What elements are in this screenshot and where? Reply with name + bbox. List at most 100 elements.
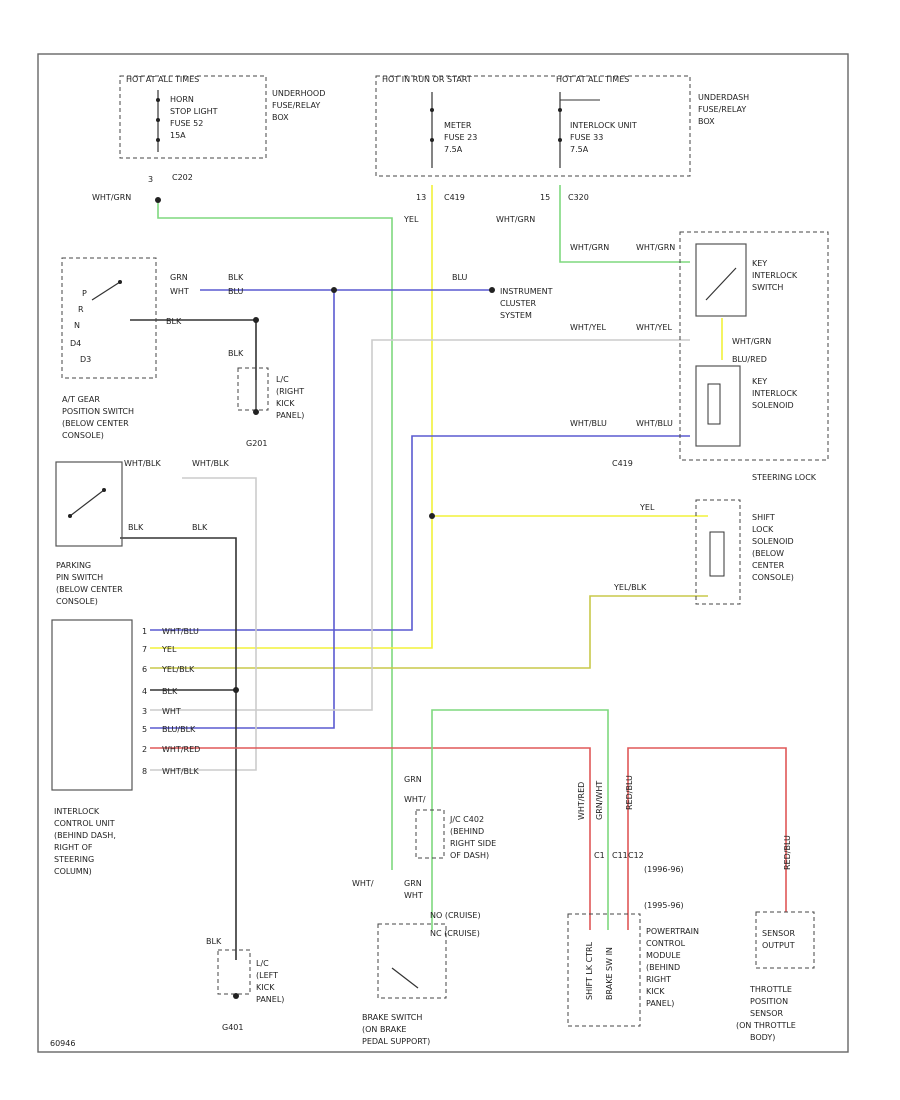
ground-label: KICK <box>276 399 295 408</box>
jc-label: (BEHIND <box>450 827 484 836</box>
wire-label: BLK <box>206 937 222 946</box>
fusebox-left-wire: WHT/GRN <box>92 193 131 202</box>
interlock-control-unit: 1 WHT/BLU 7 YEL 6 YEL/BLK 4 BLK 3 WHT 5 … <box>51 619 200 876</box>
wire-label: WHT/ <box>352 879 374 888</box>
fusebox-right-name: FUSE/RELAY <box>698 105 746 114</box>
ground-id: G201 <box>246 439 267 448</box>
solenoid-label: INTERLOCK <box>752 389 798 398</box>
shift-lock-solenoid: YEL YEL/BLK SHIFT LOCK SOLENOID (BELOW C… <box>613 499 794 605</box>
fusebox-left-fuse-line: 15A <box>170 131 186 140</box>
pcm-label: PANEL) <box>646 999 674 1008</box>
blue-wire-cluster <box>150 289 492 729</box>
wire-label: BLK <box>192 523 208 532</box>
tps-label: (ON THROTTLE <box>736 1021 796 1030</box>
pcm-pin: C11 <box>612 851 628 860</box>
pcm-label: KICK <box>646 987 665 996</box>
pcm-years: (1995-96) <box>644 901 684 910</box>
green-wire-pcm <box>431 709 609 930</box>
pcm-label: POWERTRAIN <box>646 927 699 936</box>
park-switch-label: PARKING <box>56 561 91 570</box>
white-wires <box>150 339 690 771</box>
gear-position: R <box>78 305 84 314</box>
key-interlock-solenoid <box>695 365 741 447</box>
throttle-position-sensor: RED/BLU SENSOR OUTPUT THROTTLE POSITION … <box>736 835 815 1042</box>
cluster-label: INSTRUMENT <box>500 287 553 296</box>
cu-pin-wire: WHT/RED <box>162 745 200 754</box>
gear-position-switch: P R N D4 D3 GRN BLK WHT BLU BLK A/T GEAR… <box>61 257 244 440</box>
fuse-meter-line: 7.5A <box>444 145 463 154</box>
cu-pin-wire: WHT <box>162 707 181 716</box>
yellow-wire-meter <box>150 185 708 649</box>
cu-pin-wire: BLK <box>162 687 178 696</box>
control-unit-label: STEERING <box>54 855 94 864</box>
gear-position: D3 <box>80 355 91 364</box>
wire-label: YEL/BLK <box>613 583 647 592</box>
connector-label: C419 <box>444 193 465 202</box>
fusebox-left-name: UNDERHOOD <box>272 89 325 98</box>
cu-pin-wire: YEL <box>161 645 177 654</box>
wire-label: YEL <box>639 503 655 512</box>
fusebox-right-name: BOX <box>698 117 715 126</box>
wire-label: YEL <box>403 215 419 224</box>
brake-switch-name: (ON BRAKE <box>362 1025 406 1034</box>
steering-lock: WHT/GRN WHT/GRN KEY INTERLOCK SWITCH WHT… <box>570 231 829 482</box>
fusebox-left-fuse-line: HORN <box>170 95 194 104</box>
fuse-interlock-line: FUSE 33 <box>570 133 603 142</box>
wire-label: BLU/RED <box>732 355 767 364</box>
wire-label: WHT/BLU <box>570 419 607 428</box>
ground-label: PANEL) <box>256 995 284 1004</box>
connector-arrow <box>489 287 495 293</box>
green-wire-left-fuse <box>157 200 393 870</box>
jc-label: OF DASH) <box>450 851 489 860</box>
cu-pin-number: 1 <box>142 627 147 636</box>
gear-switch-name: POSITION SWITCH <box>62 407 134 416</box>
cu-pin-number: 6 <box>142 665 147 674</box>
ground-label: L/C <box>256 959 269 968</box>
wire-label: RED/BLU <box>783 835 792 870</box>
instrument-cluster: BLU INSTRUMENT CLUSTER SYSTEM <box>452 273 553 320</box>
wire-label: WHT/RED <box>577 782 586 820</box>
tps-box-label: OUTPUT <box>762 941 795 950</box>
wire-label: WHT/BLK <box>124 459 161 468</box>
fusebox-left-fuse-line: FUSE 52 <box>170 119 203 128</box>
cu-pin-number: 5 <box>142 725 147 734</box>
ground-id: G401 <box>222 1023 243 1032</box>
fusebox-left-name: FUSE/RELAY <box>272 101 320 110</box>
tps-label: THROTTLE <box>749 985 792 994</box>
control-unit-label: CONTROL UNIT <box>54 819 115 828</box>
shift-lock-label: SOLENOID <box>752 537 794 546</box>
wire-label: WHT <box>170 287 189 296</box>
fuse-meter-line: FUSE 23 <box>444 133 477 142</box>
brake-no-label: NO (CRUISE) <box>430 911 481 920</box>
fuse-interlock-line: 7.5A <box>570 145 589 154</box>
wire-label: BLU <box>228 287 244 296</box>
solenoid-label: KEY <box>752 377 767 386</box>
gear-switch-name: (BELOW CENTER <box>62 419 129 428</box>
wire-label: WHT/YEL <box>636 323 672 332</box>
footer-code: 60946 <box>50 1039 75 1048</box>
pcm-label: RIGHT <box>646 975 671 984</box>
connector-pin: 15 <box>540 193 550 202</box>
shift-lock-label: (BELOW <box>752 549 784 558</box>
junction-dot <box>331 287 337 293</box>
tps-label: POSITION <box>750 997 788 1006</box>
gear-position: D4 <box>70 339 81 348</box>
wire-label: WHT/YEL <box>570 323 606 332</box>
junction-dot <box>429 513 435 519</box>
shift-lock-label: SHIFT <box>752 513 775 522</box>
tps-label: SENSOR <box>750 1009 783 1018</box>
wire-label: WHT/ <box>404 795 426 804</box>
wire-label: BLU <box>452 273 468 282</box>
ground-label: (LEFT <box>256 971 278 980</box>
red-wires <box>150 747 787 930</box>
pcm-label: CONTROL <box>646 939 686 948</box>
cu-pin-number: 4 <box>142 687 147 696</box>
cu-pin-number: 2 <box>142 745 147 754</box>
control-unit-label: (BEHIND DASH, <box>54 831 116 840</box>
wire-label: WHT/GRN <box>636 243 675 252</box>
pcm-years: (1996-96) <box>644 865 684 874</box>
control-unit-label: RIGHT OF <box>54 843 93 852</box>
jc-label: J/C C402 <box>449 815 484 824</box>
control-unit-label: COLUMN) <box>54 867 92 876</box>
